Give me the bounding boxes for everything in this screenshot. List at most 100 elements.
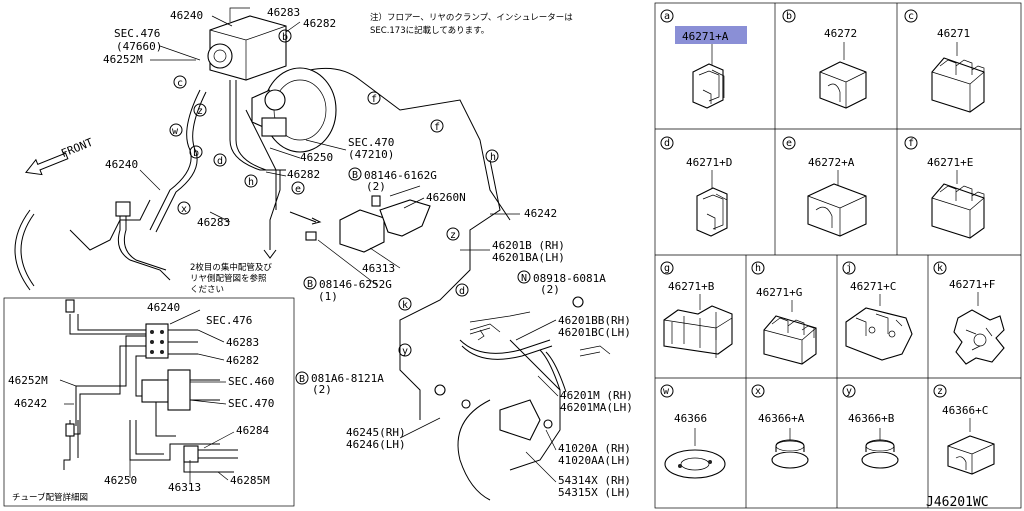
grid-cell-w[interactable]: w 46366 <box>660 384 726 479</box>
grid-letter-w: w <box>663 386 670 397</box>
callout-d2[interactable]: d <box>455 283 469 297</box>
part-number-46366a: 46366+A <box>758 412 805 425</box>
label-46242[interactable]: 46242 <box>524 207 557 220</box>
callout-z2-text: z <box>450 230 456 241</box>
label-bolt-08146-6252g[interactable]: 08146-6252G <box>319 278 392 291</box>
part-number-46271f: 46271+F <box>949 278 995 291</box>
bolt-icon <box>461 399 471 409</box>
clip-k-icon <box>953 309 1005 365</box>
detail-label-46240[interactable]: 46240 <box>147 301 180 314</box>
label-46313[interactable]: 46313 <box>362 262 395 275</box>
grid-cell-d[interactable]: d 46271+D <box>660 136 732 237</box>
grid-cell-j[interactable]: j 46271+C <box>842 261 913 361</box>
bolt-icon <box>543 419 553 429</box>
grid-cell-c[interactable]: c 46271 <box>904 9 985 113</box>
callout-x-icon <box>751 384 765 398</box>
diagram-code: J46201WC <box>926 495 989 510</box>
detail-label-46250[interactable]: 46250 <box>104 474 137 487</box>
callout-e[interactable]: e <box>291 181 305 195</box>
grid-cell-f[interactable]: f 46271+E <box>904 136 985 239</box>
label-nut-08918-6081a[interactable]: 08918-6081A <box>533 272 606 285</box>
detail-label-46252m[interactable]: 46252M <box>8 374 48 387</box>
grid-cell-e[interactable]: e 46272+A <box>782 136 867 237</box>
valve-block-icon <box>141 379 169 403</box>
callout-z2[interactable]: z <box>446 227 460 241</box>
callout-j[interactable]: h <box>485 149 499 163</box>
label-bolt-08146-6162g[interactable]: 08146-6162G <box>364 169 437 182</box>
label-sec476[interactable]: SEC.476 <box>114 27 160 40</box>
label-46240-top[interactable]: 46240 <box>170 9 203 22</box>
grommet-x-icon <box>771 439 809 469</box>
detail-label-46285m[interactable]: 46285M <box>230 474 270 487</box>
label-41020aa[interactable]: 41020AA(LH) <box>558 454 631 467</box>
label-46283-top[interactable]: 46283 <box>267 6 300 19</box>
label-46201bb[interactable]: 46201BB(RH) <box>558 314 631 327</box>
label-46260n[interactable]: 46260N <box>426 191 466 204</box>
label-41020a[interactable]: 41020A (RH) <box>558 442 631 455</box>
joint-46313-icon <box>183 445 199 463</box>
callout-y[interactable]: y <box>398 343 412 357</box>
label-54315x[interactable]: 54315X (LH) <box>558 486 631 499</box>
detail-label-sec460[interactable]: SEC.460 <box>228 375 274 388</box>
label-46282-mid[interactable]: 46282 <box>287 168 320 181</box>
label-46201m[interactable]: 46201M (RH) <box>560 389 633 402</box>
callout-b2[interactable]: b <box>189 145 203 159</box>
callout-h[interactable]: h <box>244 174 258 188</box>
detail-label-46284[interactable]: 46284 <box>236 424 269 437</box>
label-46245[interactable]: 46245(RH) <box>346 426 406 439</box>
part-number-46366c: 46366+C <box>942 404 988 417</box>
callout-x[interactable]: x <box>177 201 191 215</box>
callout-w[interactable]: w <box>169 123 183 137</box>
clip-j-icon <box>845 307 913 361</box>
callout-j-icon <box>842 261 856 275</box>
label-sec470[interactable]: SEC.470 <box>348 136 394 149</box>
grid-cell-h[interactable]: h 46271+G <box>751 261 817 365</box>
grid-cell-k[interactable]: k 46271+F <box>933 261 1005 365</box>
main-assembly <box>14 7 611 501</box>
insulator-b-icon <box>819 61 867 109</box>
callout-b-text: b <box>282 32 288 43</box>
callout-k-text: k <box>402 300 408 311</box>
front-label: FRONT <box>59 136 95 161</box>
front-arrow: FRONT <box>24 136 95 176</box>
label-46282-top[interactable]: 46282 <box>303 17 336 30</box>
grid-cell-a[interactable]: a 46271+A <box>660 9 747 109</box>
callout-f[interactable]: f <box>430 119 444 133</box>
note2-line-2: リヤ側配管図を参照 <box>190 273 267 284</box>
main-callouts: b c z w b d h x e f f h z d k y <box>169 29 499 357</box>
callout-c[interactable]: c <box>173 75 187 89</box>
label-46252m[interactable]: 46252M <box>103 53 143 66</box>
grid-cell-y[interactable]: y 46366+B <box>842 384 899 469</box>
detail-label-46282[interactable]: 46282 <box>226 354 259 367</box>
grommet-y-icon <box>861 439 899 469</box>
detail-label-46283[interactable]: 46283 <box>226 336 259 349</box>
detail-label-46242[interactable]: 46242 <box>14 397 47 410</box>
label-bolt3-qty: (2) <box>312 383 332 396</box>
callout-g[interactable]: f <box>367 91 381 105</box>
grid-cell-g[interactable]: g 46271+B <box>660 261 733 358</box>
wheel-arc-icon <box>14 209 35 291</box>
label-46201ma[interactable]: 46201MA(LH) <box>560 401 633 414</box>
label-bolt-081a6-8121a[interactable]: 081A6-8121A <box>311 372 384 385</box>
detail-label-sec470[interactable]: SEC.470 <box>228 397 274 410</box>
label-54314x[interactable]: 54314X (RH) <box>558 474 631 487</box>
sec460-block-icon <box>167 369 191 411</box>
label-46201bc[interactable]: 46201BC(LH) <box>558 326 631 339</box>
label-46240-left[interactable]: 46240 <box>105 158 138 171</box>
grid-cell-z[interactable]: z 46366+C <box>933 384 995 475</box>
callout-z1[interactable]: z <box>193 103 207 117</box>
detail-label-46313[interactable]: 46313 <box>168 481 201 494</box>
label-46201ba[interactable]: 46201BA(LH) <box>492 251 565 264</box>
detail-label-sec476[interactable]: SEC.476 <box>206 314 252 327</box>
part-number-46271b: 46271+B <box>668 280 715 293</box>
label-46201b[interactable]: 46201B (RH) <box>492 239 565 252</box>
label-46250[interactable]: 46250 <box>300 151 333 164</box>
label-46283-mid[interactable]: 46283 <box>197 216 230 229</box>
callout-d[interactable]: d <box>213 153 227 167</box>
callout-k[interactable]: k <box>398 297 412 311</box>
grid-cell-x[interactable]: x 46366+A <box>751 384 809 469</box>
clip-z-icon <box>947 435 995 475</box>
callout-b[interactable]: b <box>278 29 292 43</box>
label-46246[interactable]: 46246(LH) <box>346 438 406 451</box>
grid-cell-b[interactable]: b 46272 <box>782 9 867 109</box>
